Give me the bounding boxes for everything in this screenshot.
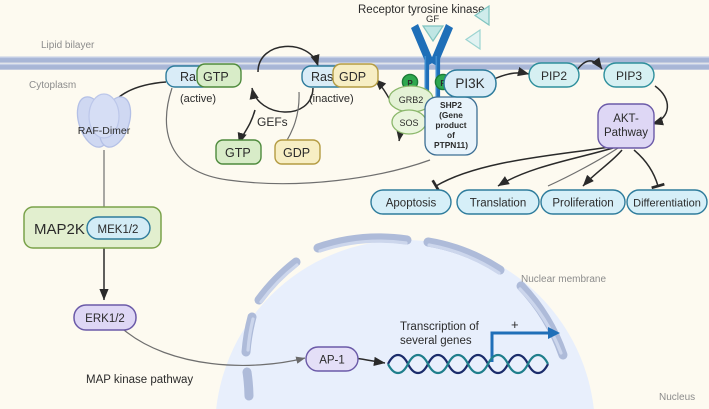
svg-text:of: of — [447, 130, 455, 140]
akt-to-apoptosis-edge — [431, 146, 610, 193]
svg-text:RAF-Dimer: RAF-Dimer — [78, 125, 131, 137]
receptor-title: Receptor tyrosine kinase — [358, 4, 485, 16]
svg-text:PI3K: PI3K — [455, 76, 484, 91]
outcome-translation[interactable]: Translation — [456, 189, 540, 215]
growth-factor-free-2 — [464, 28, 481, 51]
svg-text:PIP2: PIP2 — [541, 69, 567, 83]
promoter-plus-sign: + — [511, 317, 519, 332]
node-map2k[interactable]: MAP2K MEK1/2 — [23, 206, 162, 249]
erk-to-ap1-curve — [123, 329, 306, 367]
svg-text:Apoptosis: Apoptosis — [386, 198, 437, 210]
svg-text:(Gene: (Gene — [439, 110, 463, 120]
outcome-apoptosis[interactable]: Apoptosis — [370, 189, 452, 215]
svg-text:PTPN11): PTPN11) — [434, 140, 468, 150]
svg-text:GTP: GTP — [203, 70, 229, 84]
svg-text:AKT-: AKT- — [613, 113, 639, 125]
node-ap1[interactable]: AP-1 — [305, 346, 359, 372]
lipid-bilayer-label: Lipid bilayer — [41, 40, 95, 51]
node-ras-gtp[interactable]: Ras GTP — [165, 63, 242, 88]
svg-text:P: P — [407, 79, 413, 88]
akt-to-differentiation-edge — [633, 149, 665, 190]
node-pip2[interactable]: PIP2 — [528, 62, 580, 88]
svg-text:SHP2: SHP2 — [440, 100, 462, 110]
nuclear-membrane — [241, 233, 568, 401]
nuclear-membrane-label: Nuclear membrane — [521, 274, 606, 285]
transcription-label-line1: Transcription of — [400, 321, 480, 333]
ras-cycle-lower-arrow — [249, 87, 314, 113]
node-sos[interactable]: SOS — [391, 109, 427, 135]
svg-text:AP-1: AP-1 — [319, 355, 345, 367]
rasgtp-long-feedback-curve — [165, 87, 431, 185]
svg-text:Translation: Translation — [470, 198, 526, 210]
pip3-to-akt-arrow — [651, 85, 669, 126]
node-ras-gdp[interactable]: Ras GDP — [301, 63, 379, 88]
svg-text:SOS: SOS — [399, 118, 418, 128]
transcription-label-line2: several genes — [400, 335, 472, 347]
svg-text:ERK1/2: ERK1/2 — [85, 313, 125, 325]
node-gtp-free[interactable]: GTP — [215, 139, 262, 165]
nucleus-label: Nucleus — [659, 392, 695, 403]
growth-factor-bound — [421, 25, 445, 43]
svg-text:Ras: Ras — [311, 70, 333, 84]
node-erk1-2[interactable]: ERK1/2 — [73, 304, 137, 331]
svg-text:Pathway: Pathway — [604, 127, 648, 139]
akt-thin-fan-curve — [547, 147, 619, 187]
ras-gtp-state-label: (active) — [180, 93, 216, 105]
svg-text:GTP: GTP — [225, 146, 251, 160]
node-pi3k[interactable]: PI3K — [443, 69, 497, 98]
node-akt-pathway[interactable]: AKT- Pathway — [597, 103, 655, 149]
gf-label: GF — [426, 14, 439, 25]
pi3k-to-pip2-arrow — [493, 67, 530, 80]
svg-text:MEK1/2: MEK1/2 — [98, 224, 139, 236]
map-kinase-pathway-label: MAP kinase pathway — [86, 374, 193, 386]
svg-text:GDP: GDP — [339, 70, 366, 84]
node-raf-dimer[interactable]: RAF-Dimer — [72, 93, 137, 151]
node-gdp-free[interactable]: GDP — [274, 139, 321, 165]
svg-text:product: product — [435, 120, 466, 130]
svg-text:PIP3: PIP3 — [616, 69, 642, 83]
promoter-arrow — [490, 327, 560, 362]
pip2-to-pip3-arrow — [576, 57, 603, 71]
dna-double-helix — [387, 353, 549, 375]
akt-to-proliferation-edge — [582, 149, 623, 187]
svg-text:Differentiation: Differentiation — [633, 198, 701, 210]
svg-text:GDP: GDP — [283, 146, 310, 160]
node-pip3[interactable]: PIP3 — [603, 62, 655, 88]
svg-text:GRB2: GRB2 — [399, 95, 424, 105]
ras-cycle-upper-arrow — [257, 45, 320, 73]
ras-gdp-state-label: (inactive) — [309, 93, 354, 105]
svg-text:Proliferation: Proliferation — [552, 198, 613, 210]
outcome-proliferation[interactable]: Proliferation — [540, 189, 626, 215]
node-shp2[interactable]: SHP2 (Gene product of PTPN11) — [424, 96, 478, 156]
svg-text:MAP2K: MAP2K — [34, 221, 85, 238]
gefs-right-curve — [285, 91, 300, 143]
gefs-label: GEFs — [257, 115, 288, 129]
growth-factor-free-1 — [473, 4, 490, 27]
outcome-differentiation[interactable]: Differentiation — [626, 189, 708, 215]
cytoplasm-label: Cytoplasm — [29, 80, 76, 91]
nuclear-membrane-highlight — [246, 239, 563, 355]
akt-to-translation-edge — [497, 147, 614, 187]
node-mek1-2[interactable]: MEK1/2 — [86, 216, 151, 240]
